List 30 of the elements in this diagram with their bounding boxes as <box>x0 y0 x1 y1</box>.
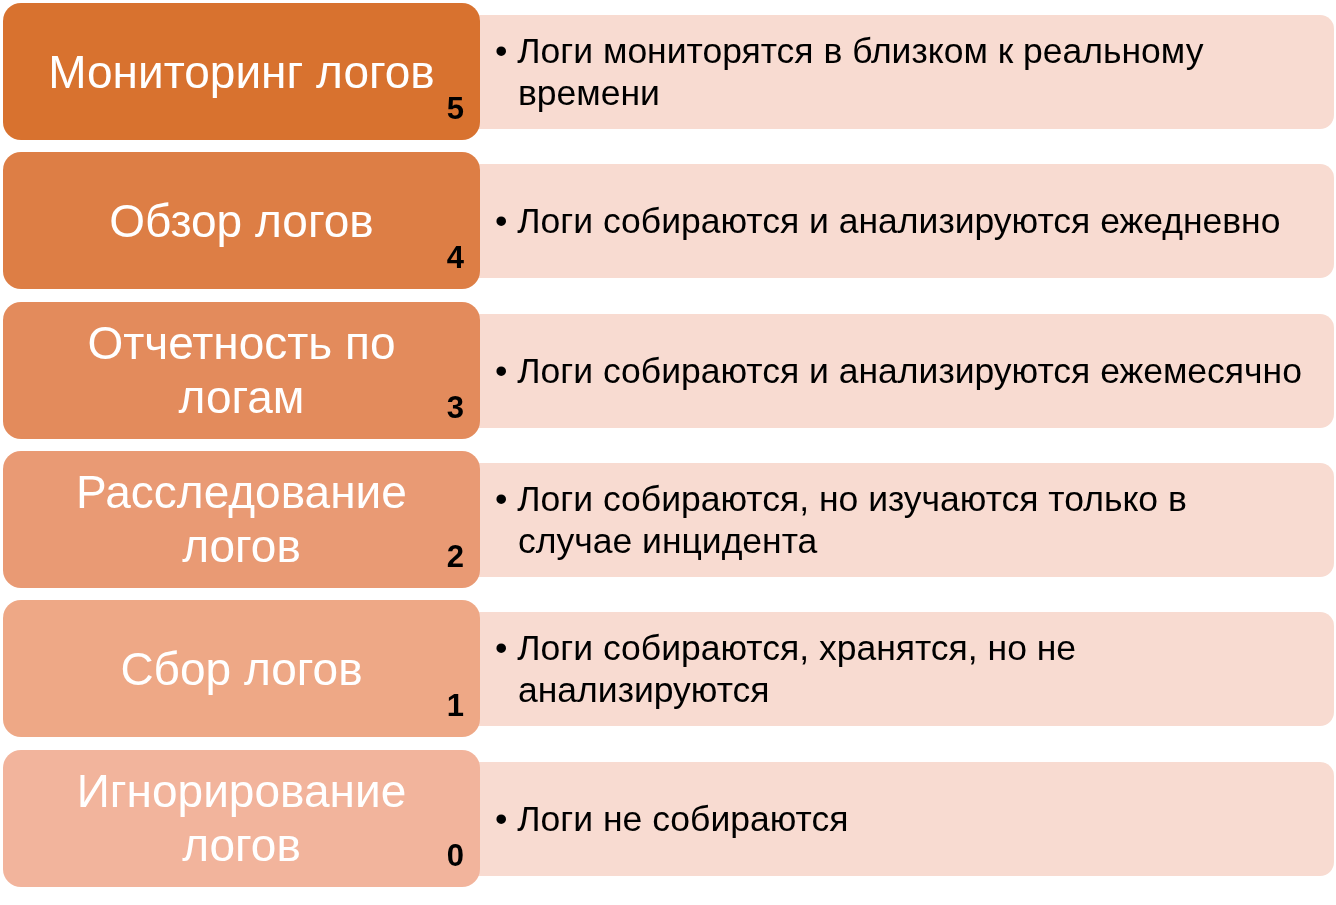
level-title: Мониторинг логов <box>48 44 435 99</box>
level-box <box>3 301 480 439</box>
level-number: 2 <box>446 540 464 572</box>
level-box <box>3 600 480 738</box>
bullet-text: • Логи собираются и анализируются ежемесячно <box>495 349 1303 392</box>
level-number: 3 <box>446 391 464 423</box>
description-box <box>478 313 1334 428</box>
bullet-text: • Логи собираются и анализируются ежедневно <box>495 200 1282 243</box>
level-box <box>3 152 480 290</box>
description-box <box>478 15 1334 129</box>
level-title: Игнорирование логов <box>75 764 408 872</box>
level-number: 0 <box>446 839 464 871</box>
description-box <box>478 462 1334 577</box>
bullet-text: • Логи мониторятся в близком к реальному времени <box>495 30 1205 114</box>
level-number: 4 <box>446 242 464 274</box>
level-number: 1 <box>446 690 464 722</box>
level-box <box>3 450 480 588</box>
description-box <box>478 761 1334 876</box>
bullet-text: • Логи собираются, хранятся, но не анализируются <box>495 627 1078 712</box>
level-number: 5 <box>446 93 464 124</box>
level-box <box>3 3 480 140</box>
level-title: Расследование логов <box>75 465 408 574</box>
description-box <box>478 164 1334 279</box>
level-title: Обзор логов <box>109 193 374 248</box>
level-title: Сбор логов <box>120 641 363 696</box>
level-box <box>3 749 480 887</box>
description-box <box>478 612 1334 727</box>
bullet-text: • Логи собираются, но изучаются только в случае инцидента <box>495 477 1188 562</box>
level-title: Отчетность по логам <box>86 316 397 425</box>
bullet-text: • Логи не собираются <box>495 797 850 840</box>
